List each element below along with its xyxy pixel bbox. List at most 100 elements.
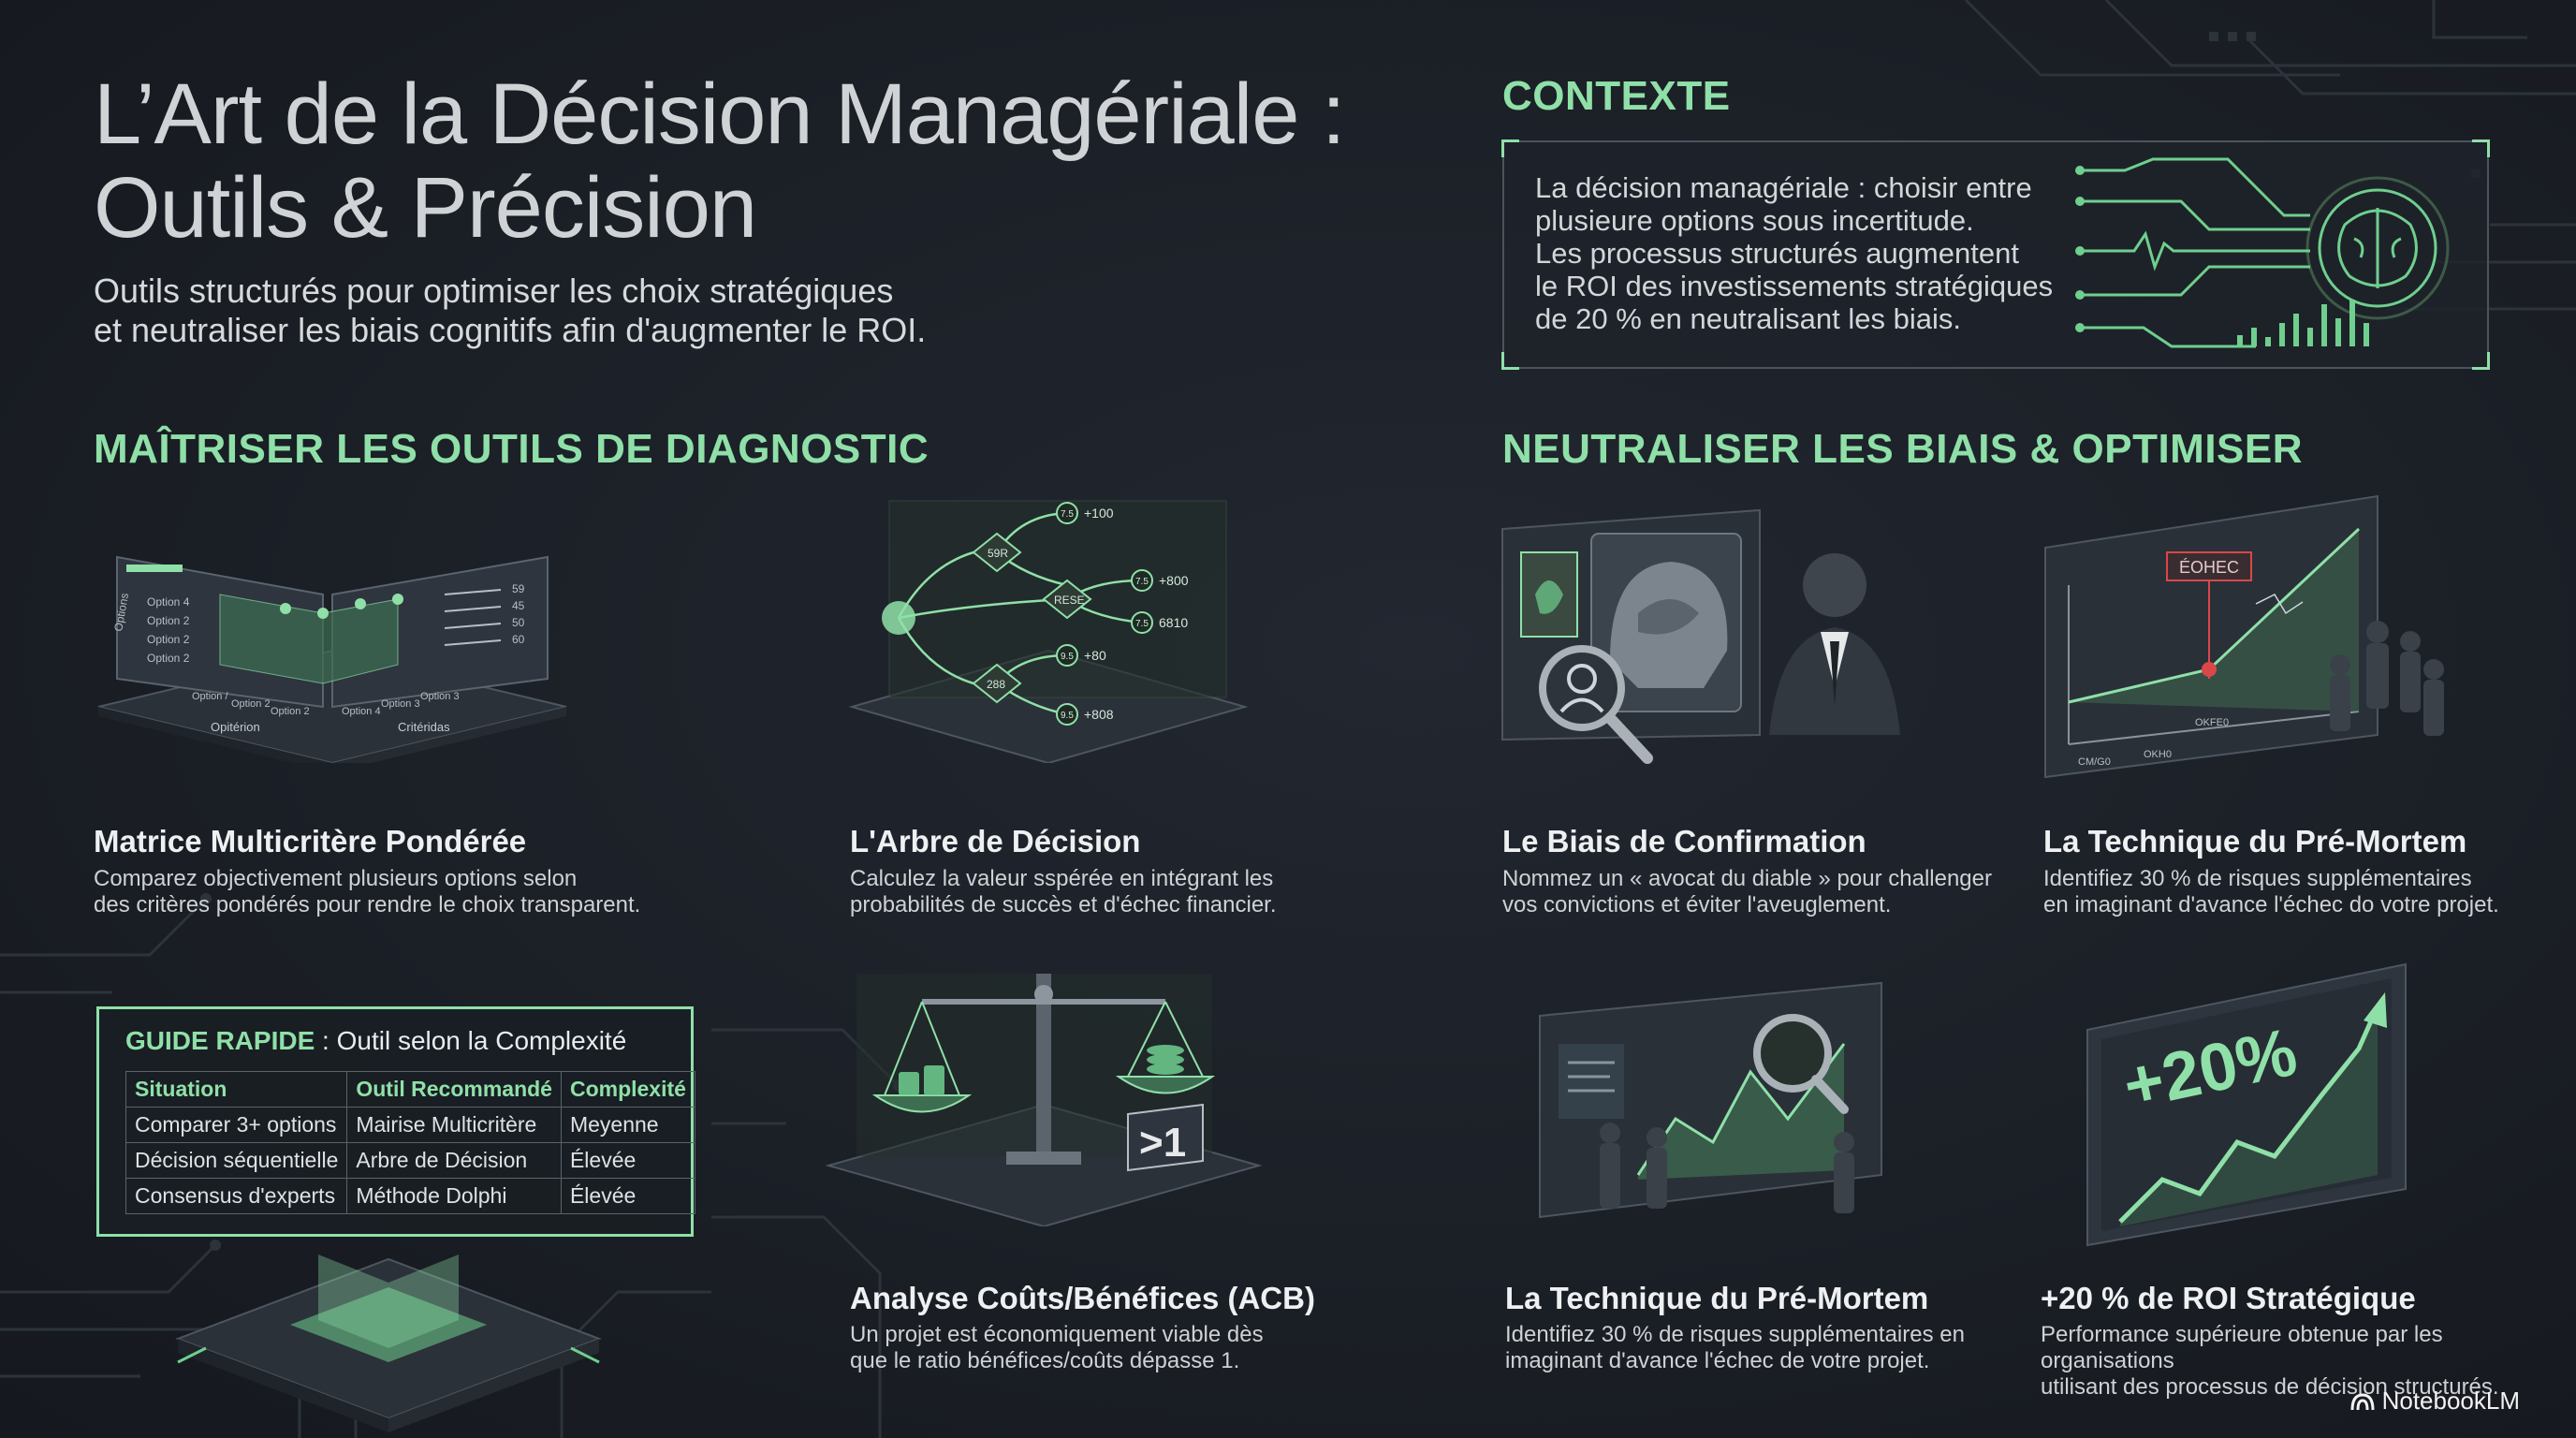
card-title-roi: +20 % de ROI Stratégique — [2041, 1281, 2416, 1315]
matrix-axis-tick: Option 4 — [342, 706, 381, 717]
context-heading: CONTEXTE — [1502, 73, 1731, 119]
premortem-banner: ÉOHEC — [2179, 558, 2239, 577]
page-title-line-2: Outils & Précision — [94, 160, 757, 256]
premortem-chart-illustration: ÉOHEC CM/G0 OKH0 OKFE0 — [2044, 494, 2444, 779]
card-desc-line: imaginant d'avance l'échec de votre proj… — [1505, 1348, 1930, 1373]
premortem-tick: CM/G0 — [2078, 756, 2111, 768]
card-title-acb: Analyse Coûts/Bénéfices (ACB) — [850, 1281, 1315, 1315]
card-desc-roi: Performance supérieure obtenue par les o… — [2041, 1322, 2576, 1401]
matrix-axis-tick: Option 2 — [271, 706, 310, 717]
table-cell: Élevée — [560, 1178, 695, 1214]
premortem-tick: OKH0 — [2144, 749, 2172, 760]
tree-leaf: +808 — [1084, 707, 1114, 722]
matrix-axis-tick: Option 3 — [381, 698, 420, 710]
card-desc-acb: Un projet est économiquement viable dès … — [850, 1322, 1264, 1374]
weighted-matrix-illustration: Options Option 4 Option 2 Option 2 Optio… — [97, 555, 567, 763]
section-heading-biais: NEUTRALISER LES BIAIS & OPTIMISER — [1502, 426, 2304, 472]
matrix-axis-label: Critéridas — [398, 720, 450, 734]
tree-leaf: +100 — [1084, 506, 1114, 521]
table-cell: Élevée — [560, 1142, 695, 1179]
tree-leaf: +80 — [1084, 648, 1106, 663]
context-line: de 20 % en neutralisant les biais. — [1535, 302, 1961, 335]
card-desc-premortem-2: Identifiez 30 % de risques supplémentair… — [1505, 1322, 1965, 1374]
brand-name: NotebookLM — [2381, 1387, 2520, 1415]
matrix-axis-tick: Option 2 — [231, 698, 271, 710]
context-line: le ROI des investissements stratégiques — [1535, 270, 2054, 302]
tree-marker: 7.5 — [1135, 619, 1149, 629]
table-row: Décision séquentielle Arbre de Décision … — [124, 1142, 695, 1179]
context-line: La décision managériale : choisir entre — [1535, 171, 2032, 204]
ratio-label: >1 — [1139, 1120, 1186, 1166]
tree-leaf: +800 — [1159, 573, 1189, 588]
table-cell: Consensus d'experts — [124, 1178, 348, 1214]
subtitle-line-2: et neutraliser les biais cognitifs afin … — [94, 311, 927, 349]
tree-marker: 9.5 — [1061, 652, 1074, 662]
card-desc-biais: Nommez un « avocat du diable » pour chal… — [1502, 866, 1992, 918]
card-desc-matrice: Comparez objectivement plusieurs options… — [94, 866, 640, 918]
matrix-value: 59 — [512, 582, 525, 595]
table-header-row: Situation Outil Recommandé Complexité — [124, 1071, 695, 1108]
tree-marker: 7.5 — [1135, 577, 1149, 587]
card-desc-line: en imaginant d'avance l'échec do votre p… — [2043, 892, 2499, 917]
tree-marker: 7.5 — [1061, 509, 1074, 520]
page-title: L’Art de la Décision Managériale : Outil… — [94, 66, 1346, 256]
table-cell: Comparer 3+ options — [124, 1107, 348, 1143]
tree-node-label: 59R — [988, 547, 1008, 560]
card-desc-line: utilisant des processus de décision stru… — [2041, 1374, 2499, 1400]
card-desc-line: que le ratio bénéfices/coûts dépasse 1. — [850, 1348, 1240, 1373]
quick-guide-title-rest: : Outil selon la Complexité — [315, 1026, 627, 1055]
card-desc-line: Performance supérieure obtenue par les o… — [2041, 1322, 2443, 1373]
matrix-axis-label: Opitérion — [211, 720, 260, 734]
card-desc-premortem: Identifiez 30 % de risques supplémentair… — [2043, 866, 2499, 918]
card-desc-arbre: Calculez la valeur sspérée en intégrant … — [850, 866, 1277, 918]
premortem-tick: OKFE0 — [2195, 717, 2229, 728]
page-title-line-1: L’Art de la Décision Managériale : — [94, 66, 1346, 162]
page-subtitle: Outils structurés pour optimiser les cho… — [94, 271, 1217, 350]
quick-guide-table: Situation Outil Recommandé Complexité Co… — [124, 1071, 695, 1214]
matrix-option-label: Option 4 — [147, 595, 190, 609]
tree-node-label: RESE — [1054, 594, 1085, 607]
card-title-premortem: La Technique du Pré-Mortem — [2043, 824, 2467, 858]
card-title-matrice: Matrice Multicritère Pondérée — [94, 824, 527, 858]
matrix-value: 45 — [512, 599, 525, 612]
notebooklm-logo: NotebookLM — [2350, 1387, 2520, 1416]
context-line: Les processus structurés augmentent — [1535, 237, 2019, 270]
card-title-arbre: L'Arbre de Décision — [850, 824, 1141, 858]
table-row: Comparer 3+ options Mairise Multicritère… — [124, 1107, 695, 1143]
matrix-option-label: Option 2 — [147, 614, 190, 627]
card-desc-line: Identifiez 30 % de risques supplémentair… — [2043, 866, 2472, 891]
quick-guide-panel: GUIDE RAPIDE : Outil selon la Complexité… — [96, 1006, 695, 1237]
cost-benefit-scale-illustration: >1 — [825, 974, 1263, 1226]
card-desc-line: vos convictions et éviter l'aveuglement. — [1502, 892, 1892, 917]
table-header: Complexité — [560, 1071, 695, 1108]
section-heading-diagnostic: MAÎTRISER LES OUTILS DE DIAGNOSTIC — [94, 426, 929, 472]
card-title-premortem-2: La Technique du Pré-Mortem — [1505, 1281, 1929, 1315]
matrix-axis-tick: Option / — [192, 691, 228, 702]
matrix-value: 60 — [512, 633, 525, 646]
premortem-team-illustration — [1539, 981, 1882, 1219]
card-desc-line: Identifiez 30 % de risques supplémentair… — [1505, 1322, 1965, 1347]
matrix-axis-tick: Option 3 — [420, 691, 460, 702]
card-desc-line: Comparez objectivement plusieurs options… — [94, 866, 578, 891]
card-desc-line: Un projet est économiquement viable dès — [850, 1322, 1264, 1347]
table-cell: Mairise Multicritère — [346, 1107, 562, 1143]
card-desc-line: Calculez la valeur sspérée en intégrant … — [850, 866, 1274, 891]
subtitle-line-1: Outils structurés pour optimiser les cho… — [94, 271, 894, 310]
context-line: plusieure options sous incertitude. — [1535, 204, 1974, 237]
card-desc-line: Nommez un « avocat du diable » pour chal… — [1502, 866, 1992, 891]
notebooklm-icon — [2350, 1392, 2375, 1410]
confirmation-bias-illustration — [1501, 508, 1900, 764]
brain-circuit-illustration — [2075, 157, 2450, 348]
card-desc-line: des critères pondérés pour rendre le cho… — [94, 892, 641, 917]
chip-base-illustration — [175, 1255, 602, 1432]
tree-leaf: 6810 — [1159, 615, 1188, 630]
roi-chart-illustration: +20% — [2086, 962, 2407, 1247]
tree-node-label: 288 — [987, 678, 1005, 691]
matrix-value: 50 — [512, 616, 525, 629]
decision-tree-illustration: 59R 288 RESE 7.5 7.5 7.5 9.5 9.5 +100 +8… — [848, 500, 1249, 763]
card-desc-line: probabilités de succès et d'échec financ… — [850, 892, 1277, 917]
table-header: Outil Recommandé — [346, 1071, 562, 1108]
card-title-biais: Le Biais de Confirmation — [1502, 824, 1866, 858]
tree-marker: 9.5 — [1061, 711, 1074, 721]
quick-guide-title-accent: GUIDE RAPIDE — [125, 1026, 315, 1055]
